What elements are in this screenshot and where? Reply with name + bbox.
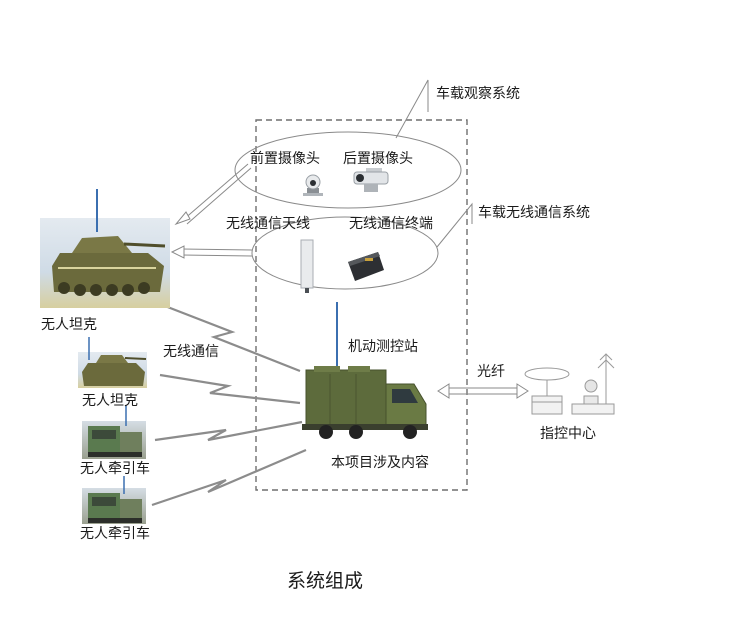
mobile-station-truck-image xyxy=(302,302,428,439)
link-tractor-2 xyxy=(151,448,307,507)
label-tractor-1: 无人牵引车 xyxy=(80,461,150,477)
observation-callout-line xyxy=(395,79,429,139)
label-wireless-comm: 无线通信 xyxy=(163,344,219,360)
observation-ellipse xyxy=(234,131,462,209)
diagram-caption: 系统组成 xyxy=(287,570,364,592)
link-small-tank xyxy=(159,373,301,405)
link-tractor-1 xyxy=(154,420,303,442)
label-optical-fiber: 光纤 xyxy=(477,364,505,380)
main-tank-image xyxy=(40,189,170,308)
label-project-scope: 本项目涉及内容 xyxy=(331,455,429,471)
label-front-camera: 前置摄像头 xyxy=(250,151,320,167)
label-wireless-system: 车载无线通信系统 xyxy=(478,205,590,221)
arrow-observation-to-tank xyxy=(174,163,252,226)
label-wireless-antenna: 无线通信天线 xyxy=(226,216,310,232)
label-wireless-terminal: 无线通信终端 xyxy=(349,216,433,232)
label-tractor-2: 无人牵引车 xyxy=(80,526,150,542)
optical-fiber-arrow xyxy=(437,383,529,399)
wireless-ellipse xyxy=(251,216,439,290)
tractor-2-image xyxy=(82,476,146,524)
project-scope-box xyxy=(255,119,468,491)
command-center-image xyxy=(524,353,615,415)
arrow-wireless-to-tank xyxy=(170,245,253,259)
wireless-callout-line xyxy=(436,202,473,248)
small-tank-image xyxy=(78,337,147,388)
front-camera-icon xyxy=(303,174,323,196)
label-observation-system: 车载观察系统 xyxy=(436,86,520,102)
label-unmanned-tank-main: 无人坦克 xyxy=(41,317,97,333)
label-unmanned-tank-small: 无人坦克 xyxy=(82,393,138,409)
wireless-links xyxy=(151,304,307,507)
wireless-terminal-icon xyxy=(343,246,385,281)
link-main-tank xyxy=(164,304,301,373)
label-command-center: 指控中心 xyxy=(540,426,596,442)
wireless-antenna-icon xyxy=(300,239,314,293)
tractor-1-image xyxy=(82,405,146,459)
rear-camera-icon xyxy=(353,168,389,192)
label-mobile-station: 机动测控站 xyxy=(348,339,418,355)
label-rear-camera: 后置摄像头 xyxy=(343,151,413,167)
